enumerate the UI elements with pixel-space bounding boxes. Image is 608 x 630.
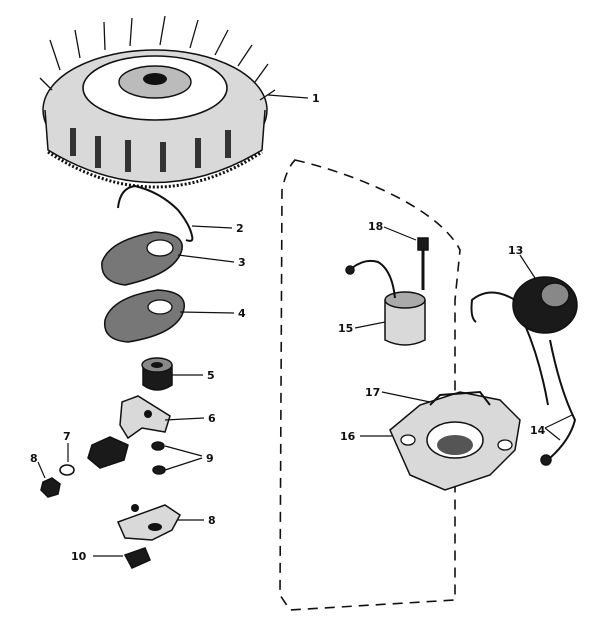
spring-clip: [117, 184, 194, 242]
condenser: [345, 259, 426, 346]
callout-6: 6: [208, 412, 216, 425]
dashed-group-outline: [279, 159, 461, 611]
condenser-screw: [417, 237, 429, 290]
callout-8: 8: [30, 452, 38, 465]
cover-plate: [101, 231, 183, 286]
callout-14: 14: [530, 424, 546, 437]
callout-9: 9: [206, 452, 214, 465]
flywheel: [39, 15, 276, 189]
gasket: [103, 289, 185, 343]
washer: [59, 464, 75, 476]
leader-lines: [37, 94, 573, 557]
callout-1: 1: [312, 92, 320, 105]
callout-labels: 1 2 3 4 5 6 7 8 9 10 13 14 15 16 17 18 8: [30, 92, 546, 563]
callout-7: 7: [63, 430, 71, 443]
cam: [141, 357, 173, 391]
callout-10: 10: [71, 550, 87, 563]
callout-4: 4: [238, 307, 246, 320]
callout-17: 17: [365, 386, 380, 399]
callout-13: 13: [508, 244, 523, 257]
callout-8b: 8: [208, 514, 216, 527]
terminal-bracket: [87, 436, 129, 469]
ignition-coil: [470, 276, 578, 406]
stator-mount: [389, 390, 521, 491]
breaker-base: [116, 504, 181, 541]
callout-2: 2: [236, 222, 244, 235]
nut: [40, 477, 61, 498]
clip: [123, 547, 151, 569]
callout-18: 18: [368, 220, 383, 233]
callout-5: 5: [207, 369, 215, 382]
breaker-arm: [119, 395, 171, 440]
callout-16: 16: [340, 430, 356, 443]
callout-15: 15: [338, 322, 353, 335]
lead-wire: [540, 339, 577, 466]
screws: [151, 441, 166, 475]
callout-3: 3: [238, 256, 246, 269]
